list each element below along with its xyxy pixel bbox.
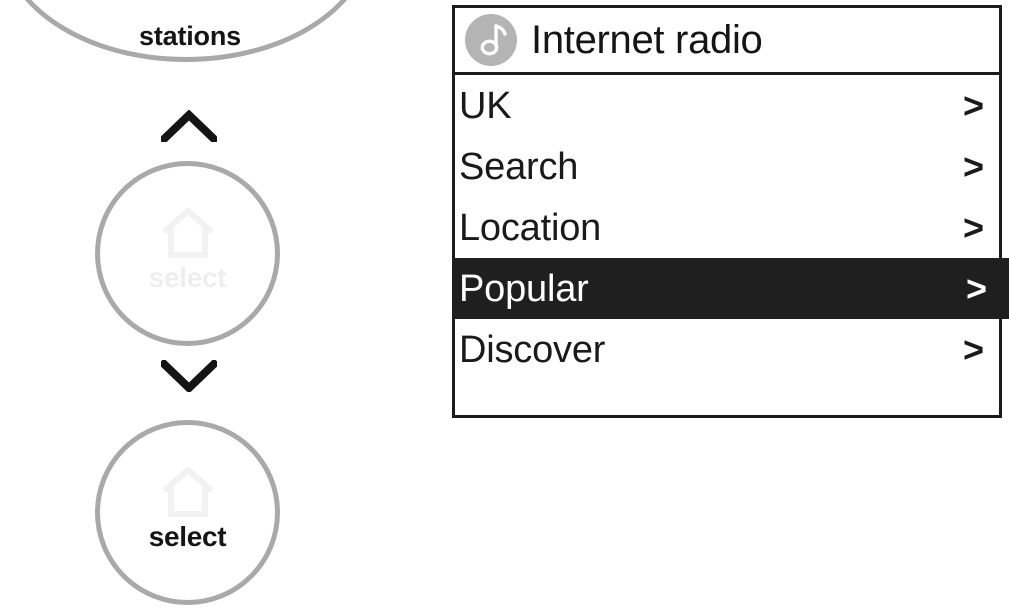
dial-label-stations: stations [139, 21, 241, 51]
menu-item-popular[interactable]: Popular > [452, 258, 1009, 319]
chevron-up-icon[interactable] [161, 110, 217, 142]
chevron-right-icon: > [962, 328, 984, 370]
menu-item-discover[interactable]: Discover > [455, 319, 999, 380]
home-icon [159, 208, 217, 260]
radio-display-screen: Internet radio UK > Search > Location > … [452, 5, 1009, 418]
device-controls-panel: stations select select [0, 0, 440, 609]
menu-item-search[interactable]: Search > [455, 136, 999, 197]
menu-item-label: Discover [459, 328, 606, 371]
chevron-right-icon: > [962, 84, 984, 126]
chevron-right-icon: > [965, 267, 987, 309]
page-title: Internet radio [531, 18, 763, 62]
select-button-lower[interactable]: select [95, 420, 280, 605]
select-button-upper[interactable]: select [95, 161, 280, 346]
menu-item-label: UK [459, 84, 512, 127]
menu-item-uk[interactable]: UK > [455, 75, 999, 136]
select-button-lower-label: select [148, 521, 227, 552]
menu-item-label: Popular [459, 267, 589, 310]
chevron-right-icon: > [962, 206, 984, 248]
menu-item-label: Location [459, 206, 602, 249]
chevron-down-icon[interactable] [161, 360, 217, 392]
chevron-right-icon: > [962, 145, 984, 187]
home-icon [159, 467, 217, 519]
menu-item-label: Search [459, 145, 579, 188]
music-note-icon [465, 14, 517, 66]
menu-list: UK > Search > Location > Popular > Popul… [452, 75, 1009, 380]
screen-header: Internet radio [455, 8, 999, 75]
select-button-upper-label: select [148, 262, 227, 293]
menu-item-location[interactable]: Location > [455, 197, 999, 258]
